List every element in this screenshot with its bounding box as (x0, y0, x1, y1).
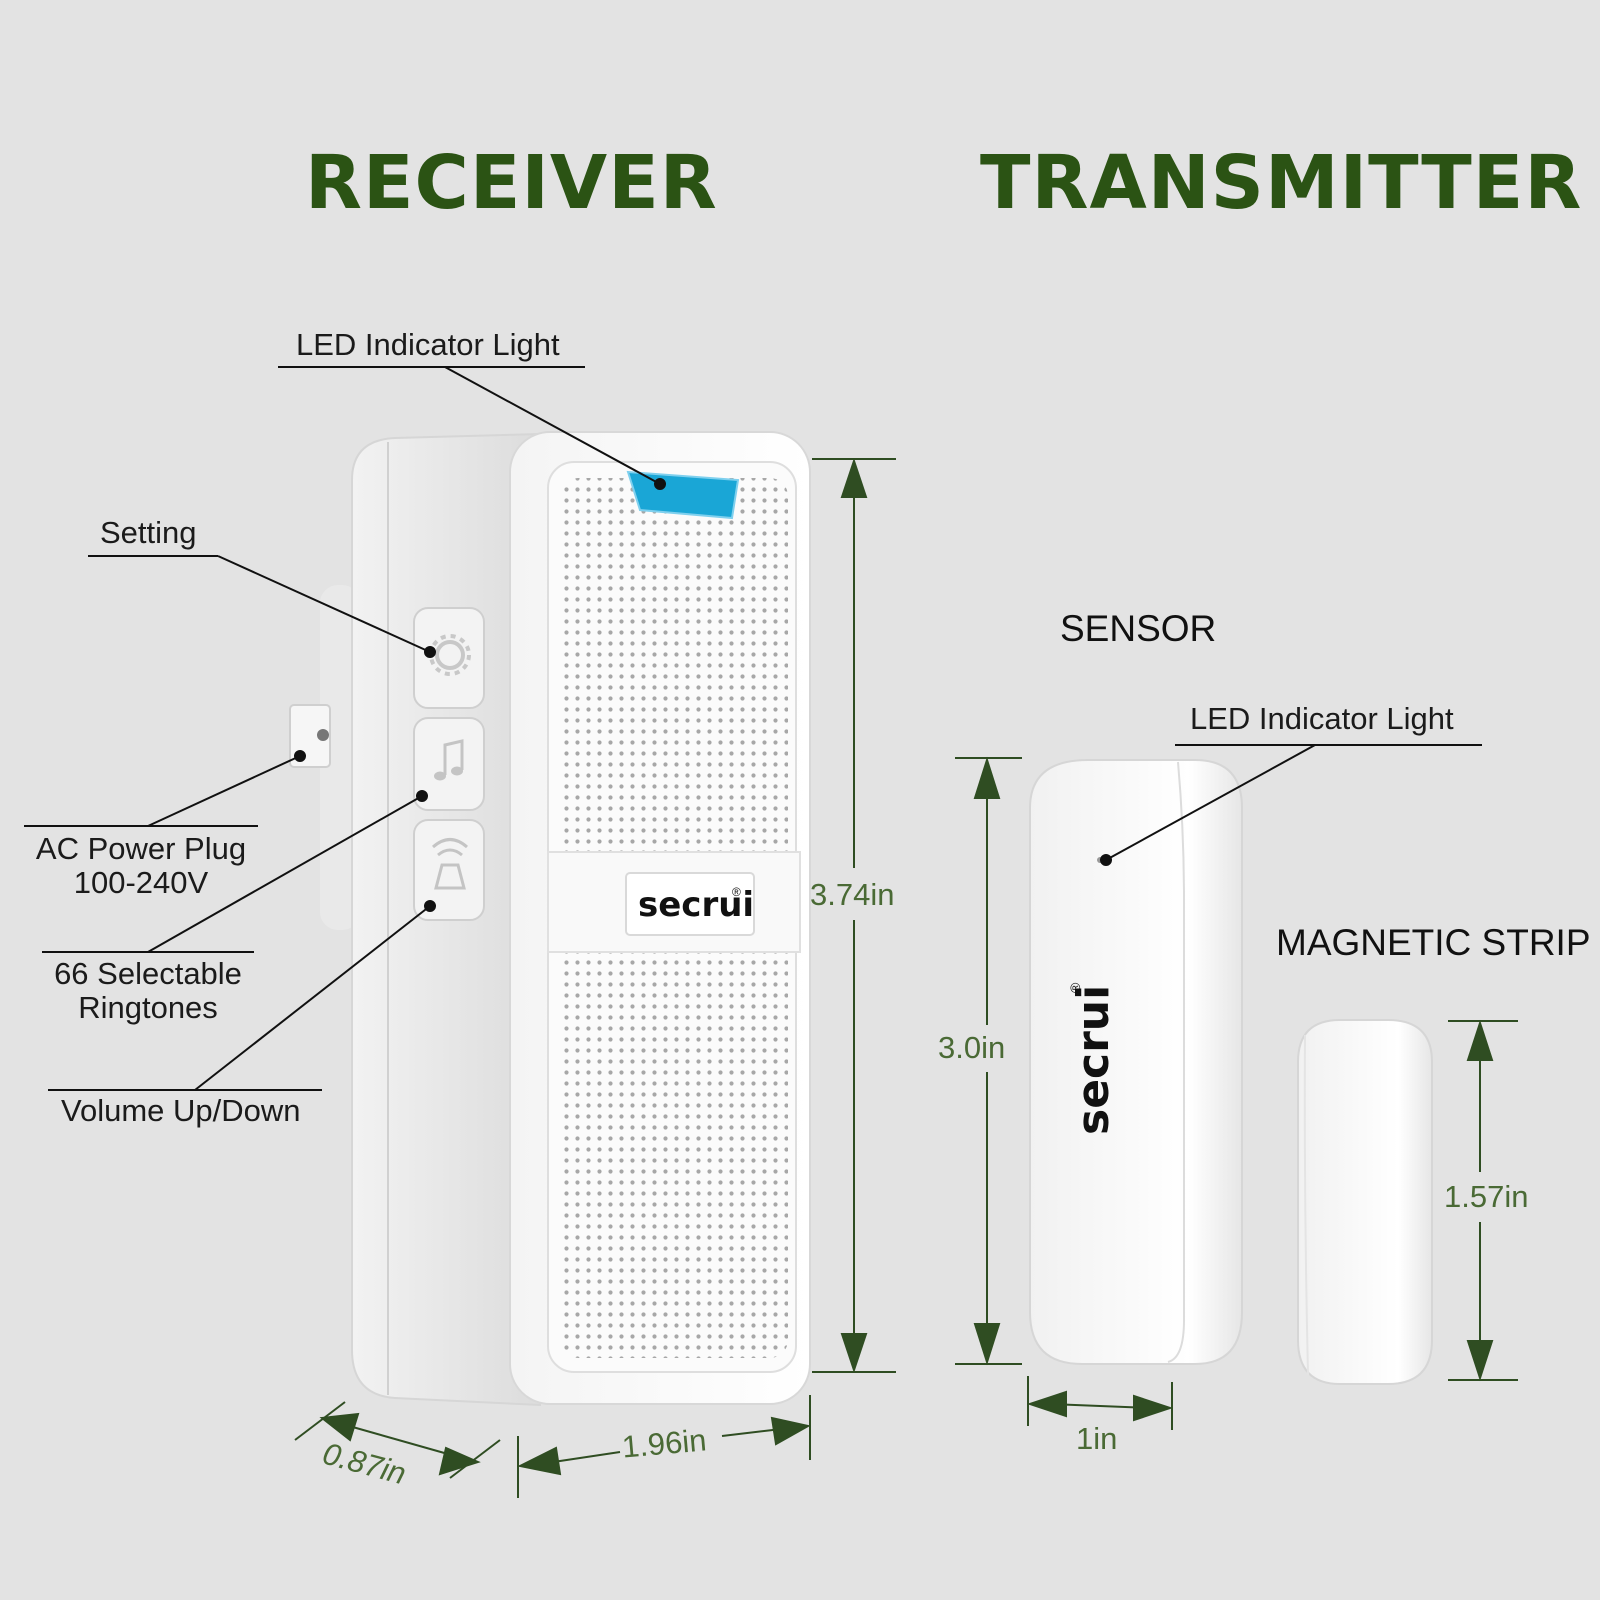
ringtones-label: 66 Selectable Ringtones (42, 957, 254, 1025)
sensor-device: secrui ® (1029, 759, 1243, 1365)
receiver-led-light (626, 470, 740, 520)
receiver-brand-mark: ® (732, 885, 741, 899)
volume-label: Volume Up/Down (61, 1093, 301, 1128)
setting-button[interactable] (413, 607, 485, 709)
ringtone-button[interactable] (413, 717, 485, 811)
receiver-height-value: 3.74in (810, 877, 895, 912)
volume-button[interactable] (413, 819, 485, 921)
plug-base (320, 585, 360, 930)
ringtones-label-line2: Ringtones (78, 990, 218, 1025)
receiver-device: secrui ® (289, 431, 811, 1407)
ringtones-label-line1: 66 Selectable (54, 956, 242, 991)
sensor-height-dimension (955, 756, 1022, 1366)
sensor-label: SENSOR (1060, 608, 1217, 649)
sensor-height-value: 3.0in (938, 1030, 1006, 1065)
gear-icon (429, 634, 471, 676)
magnetic-strip-label: MAGNETIC STRIP (1276, 922, 1591, 963)
logo-badge (625, 872, 755, 936)
music-note-icon (434, 739, 464, 781)
receiver-heading: RECEIVER (305, 140, 718, 226)
ac-power-label: AC Power Plug 100-240V (24, 832, 258, 900)
transmitter-heading: TRANSMITTER (980, 140, 1583, 226)
sensor-width-value: 1in (1076, 1421, 1118, 1456)
setting-label: Setting (100, 515, 197, 550)
ac-power-label-line2: 100-240V (73, 865, 209, 900)
sensor-callout-lines (1100, 744, 1482, 866)
sensor-led-label: LED Indicator Light (1190, 701, 1454, 736)
receiver-brand: secrui (638, 885, 754, 925)
strip-height-value: 1.57in (1444, 1179, 1529, 1214)
sensor-width-dimension (1026, 1376, 1174, 1430)
magnetic-strip-device (1297, 1019, 1433, 1385)
receiver-led-label: LED Indicator Light (296, 327, 560, 362)
receiver-depth-dimension (294, 1401, 501, 1479)
sensor-body (1029, 759, 1243, 1365)
sensor-brand: secrui (1068, 985, 1119, 1135)
receiver-callout-lines (24, 366, 666, 1091)
receiver-height-dimension (812, 457, 896, 1374)
receiver-width-dimension (516, 1395, 811, 1498)
strip-height-dimension (1448, 1019, 1518, 1382)
ac-power-label-line1: AC Power Plug (35, 831, 247, 866)
sensor-brand-mark: ® (1067, 982, 1083, 993)
volume-icon (432, 838, 468, 890)
